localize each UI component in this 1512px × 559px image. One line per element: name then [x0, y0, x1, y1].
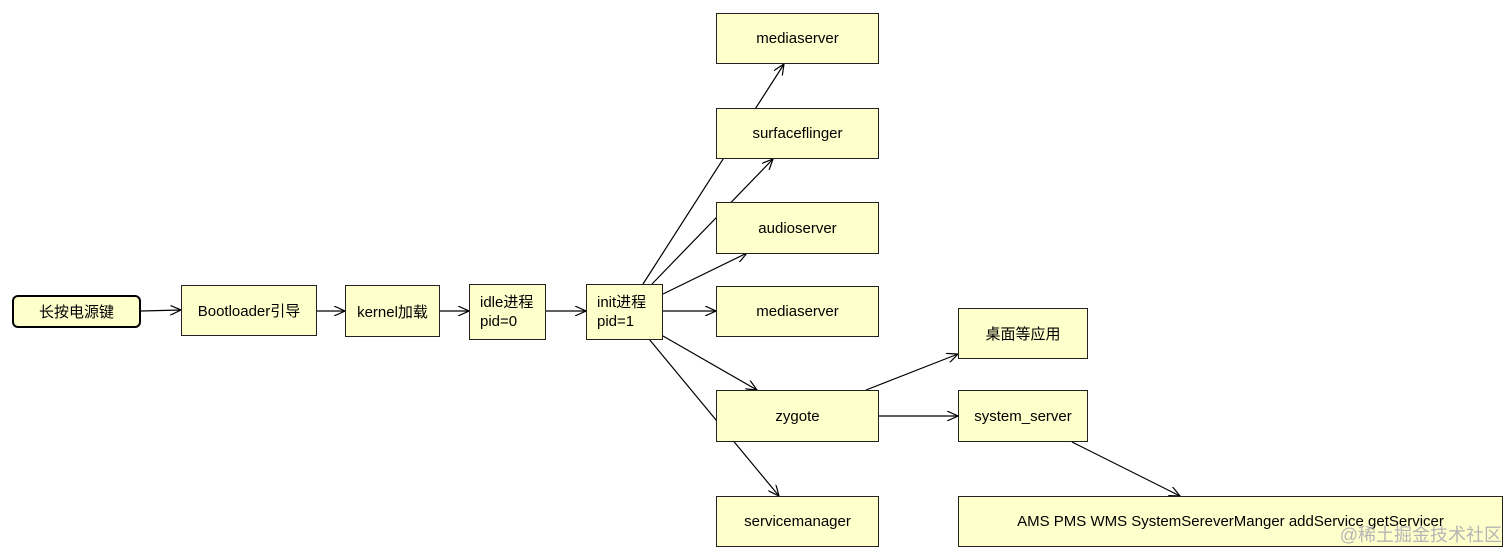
kernel-node: kernel加载: [345, 285, 440, 337]
audioserver-node: audioserver: [716, 202, 879, 254]
system-server-label: system_server: [974, 407, 1072, 425]
services-node: AMS PMS WMS SystemSereverManger addServi…: [958, 496, 1503, 547]
mediaserver-node: mediaserver: [716, 286, 879, 337]
bootloader-node: Bootloader引导: [181, 285, 317, 336]
services-label: AMS PMS WMS SystemSereverManger addServi…: [1017, 513, 1444, 530]
mediaserver-top-node: mediaserver: [716, 13, 879, 64]
audioserver-label: audioserver: [758, 219, 837, 237]
init-process-label: init进程: [597, 294, 647, 311]
servicemanager-label: servicemanager: [744, 513, 851, 530]
mediaserver-label: mediaserver: [756, 303, 839, 320]
zygote-label: zygote: [775, 407, 820, 425]
surfaceflinger-node: surfaceflinger: [716, 108, 879, 159]
edge-init-mediaserver-top: [642, 64, 784, 285]
edge-init-servicemanager: [648, 338, 779, 496]
surfaceflinger-label: surfaceflinger: [752, 125, 843, 142]
init-pid-label: pid=1: [597, 313, 635, 330]
edge-init-audioserver: [662, 253, 747, 295]
edge-system-server-services: [1071, 441, 1180, 496]
bootloader-label: Bootloader引导: [197, 303, 301, 320]
zygote-node: zygote: [716, 390, 879, 442]
apps-node: 桌面等应用: [958, 308, 1088, 359]
edge-power-bootloader: [140, 310, 181, 311]
kernel-label: kernel加载: [357, 303, 428, 321]
idle-pid-label: pid=0: [480, 313, 518, 330]
idle-process-label: idle进程: [480, 294, 534, 311]
power-key-label: 长按电源键: [38, 304, 114, 321]
edge-init-surfaceflinger: [651, 159, 773, 285]
mediaserver-top-label: mediaserver: [756, 30, 839, 47]
servicemanager-node: servicemanager: [716, 496, 879, 547]
system-server-node: system_server: [958, 390, 1088, 442]
edge-zygote-apps: [865, 354, 958, 391]
edge-init-zygote: [662, 335, 757, 390]
apps-label: 桌面等应用: [985, 326, 1061, 343]
power-key-node: 长按电源键: [12, 295, 141, 328]
init-process-node: init进程 pid=1: [586, 284, 663, 340]
idle-process-node: idle进程 pid=0: [469, 284, 546, 340]
watermark: @稀土掘金技术社区: [1339, 525, 1502, 545]
